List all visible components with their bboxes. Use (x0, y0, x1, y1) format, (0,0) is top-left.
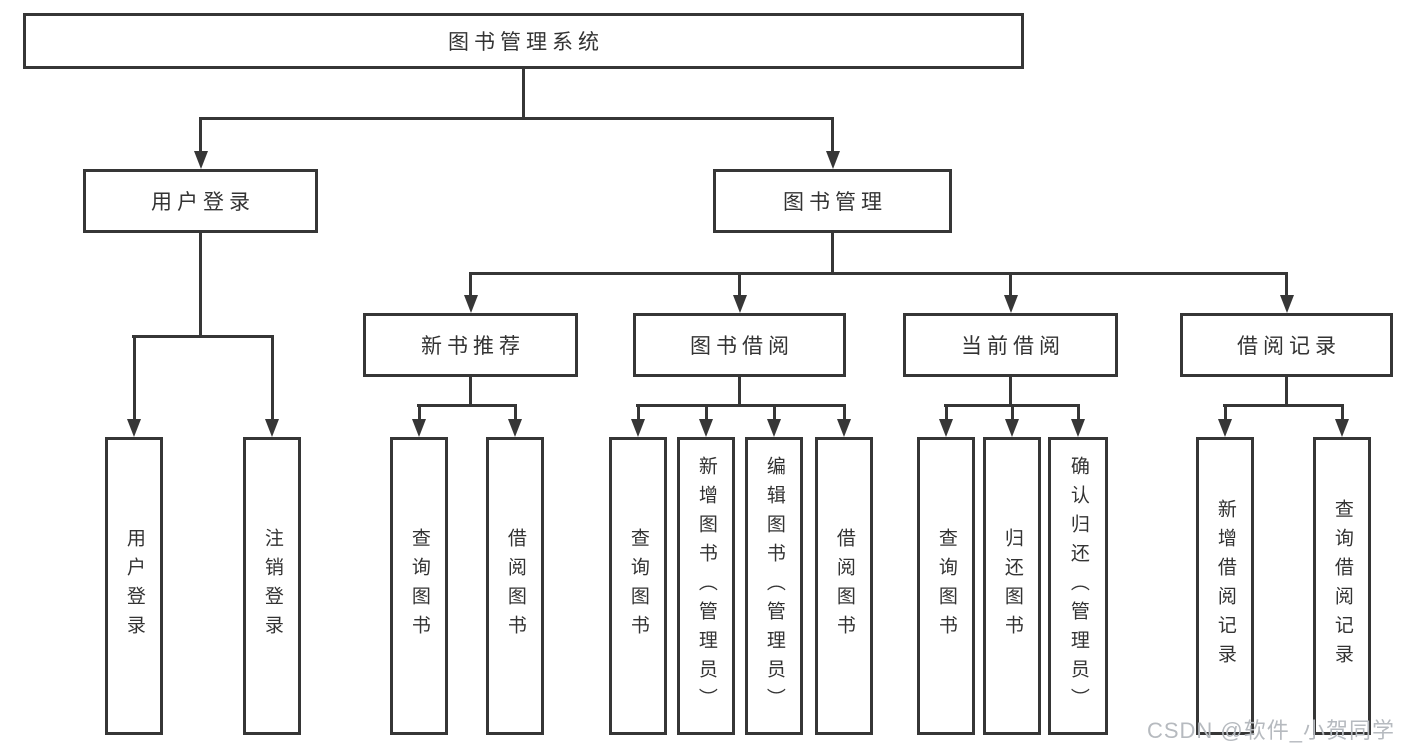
arrowhead-icon (826, 151, 840, 169)
connector-v (1077, 406, 1080, 420)
arrowhead-icon (837, 419, 851, 437)
leaf-borrow-books: 借阅图书 (815, 437, 873, 735)
connector-v (1009, 274, 1012, 296)
node-current-borrow-label: 当前借阅 (961, 335, 1065, 358)
node-current-borrow: 当前借阅 (903, 313, 1118, 377)
leaf-query-books-borrow-label: 查询图书 (627, 528, 649, 644)
leaf-add-borrow-record: 新增借阅记录 (1196, 437, 1254, 735)
leaf-query-books-current-label: 查询图书 (935, 528, 957, 644)
node-book-borrow: 图书借阅 (633, 313, 846, 377)
connector-h (132, 335, 274, 338)
leaf-edit-book-admin: 编辑图书（管理员） (745, 437, 803, 735)
connector-h (1223, 404, 1344, 407)
node-book-management: 图书管理 (713, 169, 952, 233)
connector-h (417, 404, 517, 407)
leaf-return-book: 归还图书 (983, 437, 1041, 735)
arrowhead-icon (464, 295, 478, 313)
arrowhead-icon (1280, 295, 1294, 313)
arrowhead-icon (1335, 419, 1349, 437)
arrowhead-icon (265, 419, 279, 437)
connector-v (831, 233, 834, 273)
leaf-borrow-books-recommend-label: 借阅图书 (504, 528, 526, 644)
connector-v (1341, 406, 1344, 420)
connector-v (271, 337, 274, 420)
arrowhead-icon (1218, 419, 1232, 437)
connector-v (1285, 377, 1288, 405)
node-new-book-recommend-label: 新书推荐 (421, 335, 525, 358)
arrowhead-icon (508, 419, 522, 437)
connector-v (738, 377, 741, 405)
arrowhead-icon (1071, 419, 1085, 437)
connector-v (705, 406, 708, 420)
connector-h (944, 404, 1080, 407)
connector-v (1224, 406, 1227, 420)
leaf-query-books-recommend: 查询图书 (390, 437, 448, 735)
leaf-user-login: 用户登录 (105, 437, 163, 735)
connector-v (945, 406, 948, 420)
connector-v (133, 337, 136, 420)
connector-v (637, 406, 640, 420)
connector-h (469, 272, 1288, 275)
connector-v (418, 406, 421, 420)
node-borrow-records: 借阅记录 (1180, 313, 1393, 377)
connector-v (1009, 377, 1012, 405)
connector-h (199, 117, 834, 120)
connector-v (1285, 274, 1288, 296)
node-root-label: 图书管理系统 (448, 31, 604, 54)
connector-h (636, 404, 846, 407)
leaf-query-borrow-record-label: 查询借阅记录 (1331, 499, 1353, 673)
arrowhead-icon (1004, 295, 1018, 313)
connector-v (738, 274, 741, 296)
leaf-add-book-admin-label: 新增图书（管理员） (695, 455, 717, 717)
leaf-query-books-borrow: 查询图书 (609, 437, 667, 735)
node-borrow-records-label: 借阅记录 (1237, 335, 1341, 358)
csdn-watermark: CSDN @软件_小贺同学 (1146, 718, 1395, 743)
arrowhead-icon (767, 419, 781, 437)
arrowhead-icon (194, 151, 208, 169)
leaf-add-borrow-record-label: 新增借阅记录 (1214, 499, 1236, 673)
leaf-query-borrow-record: 查询借阅记录 (1313, 437, 1371, 735)
connector-v (469, 377, 472, 405)
leaf-query-books-current: 查询图书 (917, 437, 975, 735)
node-book-management-label: 图书管理 (783, 191, 887, 214)
leaf-borrow-books-label: 借阅图书 (833, 528, 855, 644)
node-user-login: 用户登录 (83, 169, 318, 233)
connector-v (199, 233, 202, 336)
node-user-login-label: 用户登录 (151, 191, 255, 214)
arrowhead-icon (1005, 419, 1019, 437)
leaf-logout: 注销登录 (243, 437, 301, 735)
leaf-confirm-return-admin: 确认归还（管理员） (1048, 437, 1108, 735)
leaf-return-book-label: 归还图书 (1001, 528, 1023, 644)
arrowhead-icon (939, 419, 953, 437)
arrowhead-icon (631, 419, 645, 437)
connector-v (522, 68, 525, 118)
node-new-book-recommend: 新书推荐 (363, 313, 578, 377)
connector-v (843, 406, 846, 420)
leaf-edit-book-admin-label: 编辑图书（管理员） (763, 455, 785, 717)
arrowhead-icon (412, 419, 426, 437)
connector-v (514, 406, 517, 420)
leaf-borrow-books-recommend: 借阅图书 (486, 437, 544, 735)
connector-v (831, 118, 834, 152)
leaf-confirm-return-admin-label: 确认归还（管理员） (1067, 455, 1089, 717)
leaf-query-books-recommend-label: 查询图书 (408, 528, 430, 644)
connector-v (1011, 406, 1014, 420)
node-root: 图书管理系统 (23, 13, 1024, 69)
connector-v (199, 118, 202, 152)
leaf-logout-label: 注销登录 (261, 528, 283, 644)
leaf-user-login-label: 用户登录 (123, 528, 145, 644)
connector-v (469, 274, 472, 296)
leaf-add-book-admin: 新增图书（管理员） (677, 437, 735, 735)
node-book-borrow-label: 图书借阅 (690, 335, 794, 358)
arrowhead-icon (733, 295, 747, 313)
connector-v (773, 406, 776, 420)
arrowhead-icon (127, 419, 141, 437)
arrowhead-icon (699, 419, 713, 437)
